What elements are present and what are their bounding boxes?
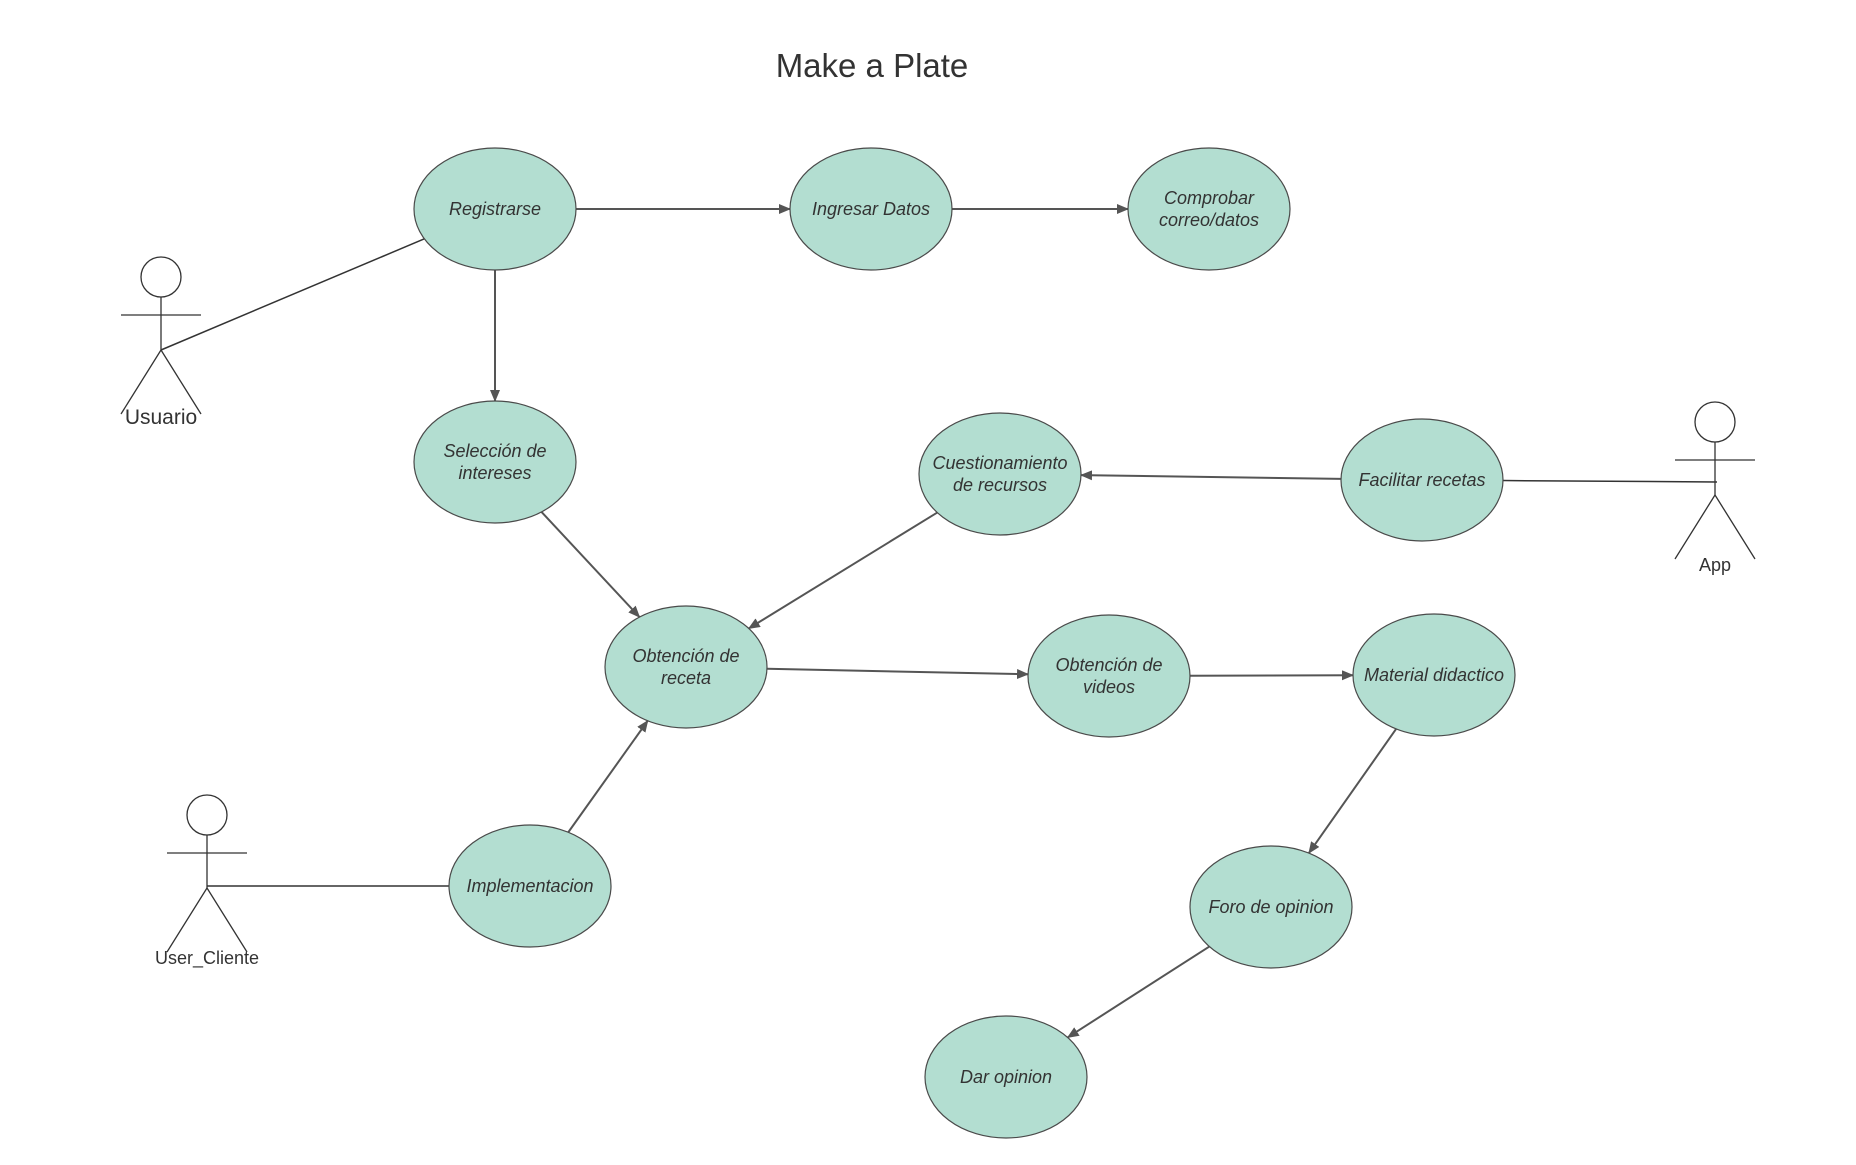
use-case-label: videos [1083, 677, 1135, 697]
use-case-label: de recursos [953, 475, 1047, 495]
relation-facilitar-to-cuestionamiento [1079, 470, 1342, 481]
use-case-ellipse [1352, 613, 1516, 737]
use-case-ellipse [448, 824, 612, 948]
actor-app[interactable]: App [1674, 401, 1756, 575]
use-case-implementacion[interactable]: Implementacion [448, 824, 612, 948]
relation-cuestionamiento-to-obtencion-receta [747, 511, 938, 630]
actor-label: App [1699, 555, 1731, 575]
use-case-label: Dar opinion [960, 1067, 1052, 1087]
actor-left-leg-icon [120, 349, 162, 415]
use-case-ellipse [918, 412, 1082, 536]
actor-label: User_Cliente [155, 948, 259, 969]
actor-head-icon [186, 794, 228, 836]
use-case-label: intereses [458, 463, 531, 483]
use-case-registrarse[interactable]: Registrarse [413, 147, 577, 271]
use-case-ellipse [1127, 147, 1291, 271]
use-case-dar-opinion[interactable]: Dar opinion [924, 1015, 1088, 1139]
use-case-label: Obtención de [632, 646, 739, 666]
use-case-ellipse [413, 400, 577, 524]
use-case-foro[interactable]: Foro de opinion [1189, 845, 1353, 969]
use-case-ellipse [604, 605, 768, 729]
use-case-label: Ingresar Datos [812, 199, 930, 219]
use-case-material[interactable]: Material didactico [1352, 613, 1516, 737]
use-case-label: Material didactico [1364, 665, 1504, 685]
use-cases-layer: Registrarse Ingresar Datos Comprobarcorreo… [413, 147, 1516, 1139]
relation-implementacion-to-obtencion-receta [567, 719, 649, 833]
use-case-label: correo/datos [1159, 210, 1259, 230]
use-case-label: Registrarse [449, 199, 541, 219]
use-case-label: receta [661, 668, 711, 688]
actor-label: Usuario [125, 406, 197, 429]
use-case-label: Foro de opinion [1208, 897, 1333, 917]
use-case-ellipse [789, 147, 953, 271]
use-case-label: Comprobar [1164, 188, 1255, 208]
actor-left-leg-icon [1674, 494, 1716, 560]
actor-head-icon [140, 256, 182, 298]
relation-foro-to-dar-opinion [1066, 945, 1210, 1039]
actor-user-cliente[interactable]: User_Cliente [155, 794, 259, 969]
use-case-label: Cuestionamiento [932, 453, 1067, 473]
actor-usuario[interactable]: Usuario [120, 256, 202, 429]
relations-layer [160, 204, 1718, 1039]
relation-seleccion-to-obtencion-receta [540, 511, 641, 618]
use-case-ingresar[interactable]: Ingresar Datos [789, 147, 953, 271]
use-case-label: Obtención de [1055, 655, 1162, 675]
actor-right-leg-icon [206, 887, 248, 953]
use-case-ellipse [1189, 845, 1353, 969]
use-case-facilitar[interactable]: Facilitar recetas [1340, 418, 1504, 542]
use-case-ellipse [1340, 418, 1504, 542]
actor-left-leg-icon [166, 887, 208, 953]
use-case-ellipse [1027, 614, 1191, 738]
use-case-ellipse [924, 1015, 1088, 1139]
relation-obtencion-videos-to-material [1189, 670, 1355, 681]
use-case-label: Selección de [443, 441, 546, 461]
relation-obtencion-receta-to-obtencion-videos [766, 667, 1030, 680]
use-case-ellipse [413, 147, 577, 271]
use-case-label: Facilitar recetas [1358, 470, 1485, 490]
relation-app-to-facilitar [1502, 479, 1718, 483]
relation-usuario-to-registrarse [160, 238, 425, 351]
actor-right-leg-icon [160, 349, 202, 415]
actor-right-leg-icon [1714, 494, 1756, 560]
use-case-label: Implementacion [466, 876, 593, 896]
diagram-title: Make a Plate [776, 47, 969, 84]
actor-head-icon [1694, 401, 1736, 443]
relation-material-to-foro [1308, 728, 1397, 854]
